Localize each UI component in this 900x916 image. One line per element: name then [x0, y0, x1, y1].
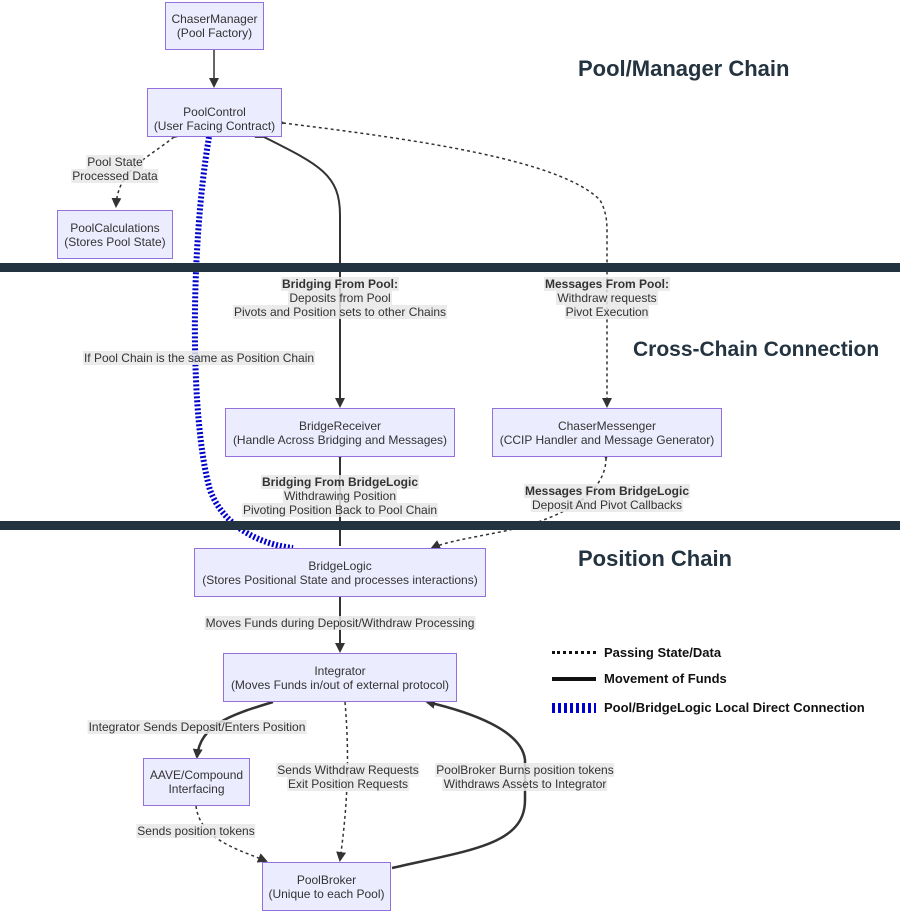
node-chaser-manager: ChaserManager (Pool Factory) [165, 2, 264, 50]
node-subtitle: (User Facing Contract) [153, 118, 276, 133]
node-aave-compound: AAVE/Compound Interfacing [143, 758, 250, 806]
label-moves-funds: Moves Funds during Deposit/Withdraw Proc… [204, 616, 476, 630]
node-subtitle: (Stores Positional State and processes i… [202, 572, 478, 587]
label-line: Withdraws Assets to Integrator [442, 777, 608, 791]
legend-blue: Pool/BridgeLogic Local Direct Connection [552, 700, 865, 715]
node-title: PoolControl [183, 104, 246, 119]
node-integrator: Integrator (Moves Funds in/out of extern… [223, 653, 457, 702]
label-line: Processed Data [71, 169, 159, 183]
label-messages-from-bridgelogic: Messages From BridgeLogic Deposit And Pi… [523, 484, 691, 512]
label-line: PoolBroker Burns position tokens [435, 763, 615, 777]
edge-messenger-bridgelogic [430, 449, 612, 550]
label-pool-state: Pool State Processed Data [71, 155, 159, 183]
label-integrator-sends: Integrator Sends Deposit/Enters Position [87, 720, 307, 734]
label-line: Pivot Execution [564, 305, 650, 319]
local-direct-connection [191, 136, 294, 551]
legend-dotted: Passing State/Data [552, 645, 721, 660]
label-line: Moves Funds during Deposit/Withdraw Proc… [204, 616, 476, 630]
label-title: Bridging From Pool: [281, 277, 399, 291]
chain-separator-bottom [0, 521, 900, 530]
node-title: ChaserMessenger [557, 418, 657, 433]
node-title: Integrator [314, 663, 366, 678]
label-sends-withdraw: Sends Withdraw Requests Exit Position Re… [276, 763, 420, 791]
chain-separator-top [0, 263, 900, 272]
label-line: Exit Position Requests [286, 777, 410, 791]
label-line: Pivoting Position Back to Pool Chain [241, 503, 439, 517]
node-title: PoolCalculations [70, 220, 160, 235]
node-subtitle: (Handle Across Bridging and Messages) [232, 432, 448, 447]
legend-dotted-label: Passing State/Data [604, 645, 722, 660]
label-line: Withdraw requests [556, 291, 658, 305]
node-pool-broker: PoolBroker (Unique to each Pool) [262, 862, 391, 911]
node-pool-calculations: PoolCalculations (Stores Pool State) [57, 210, 173, 259]
label-title: Bridging From BridgeLogic [260, 475, 419, 489]
label-line: Pivots and Position sets to other Chains [232, 305, 448, 319]
label-line: Integrator Sends Deposit/Enters Position [87, 720, 307, 734]
node-pool-control: PoolControl (User Facing Contract) [147, 88, 282, 137]
node-subtitle: (CCIP Handler and Message Generator) [499, 432, 715, 447]
legend-blue-swatch [552, 702, 596, 713]
label-line: Pool State [86, 155, 144, 169]
legend-solid-swatch [552, 676, 596, 681]
label-bridging-from-pool: Bridging From Pool: Deposits from Pool P… [232, 277, 448, 319]
label-messages-from-pool: Messages From Pool: Withdraw requests Pi… [543, 277, 671, 319]
label-line: Deposits from Pool [288, 291, 392, 305]
label-sends-tokens: Sends position tokens [136, 824, 256, 838]
label-line: If Pool Chain is the same as Position Ch… [82, 351, 316, 365]
node-subtitle: (Moves Funds in/out of external protocol… [230, 677, 450, 692]
label-bridging-from-bridgelogic: Bridging From BridgeLogic Withdrawing Po… [241, 475, 439, 517]
edge-aave-broker [195, 805, 268, 863]
node-title: AAVE/Compound [149, 768, 244, 782]
edge-broker-integrator [391, 698, 527, 870]
node-chaser-messenger: ChaserMessenger (CCIP Handler and Messag… [492, 408, 722, 457]
node-subtitle: (Unique to each Pool) [268, 886, 385, 901]
node-title: ChaserManager [171, 12, 258, 26]
section-title-cross-chain: Cross-Chain Connection [633, 338, 880, 361]
label-broker-burns: PoolBroker Burns position tokens Withdra… [435, 763, 615, 791]
label-title: Messages From BridgeLogic [523, 484, 691, 498]
node-title: BridgeLogic [308, 558, 372, 573]
node-bridge-logic: BridgeLogic (Stores Positional State and… [194, 548, 486, 597]
node-subtitle: (Pool Factory) [176, 26, 253, 40]
node-subtitle: Interfacing [168, 782, 225, 796]
node-bridge-receiver: BridgeReceiver (Handle Across Bridging a… [225, 408, 455, 457]
label-line: Sends position tokens [136, 824, 256, 838]
legend-solid: Movement of Funds [552, 671, 727, 686]
node-subtitle: (Stores Pool State) [64, 234, 166, 249]
label-line: Withdrawing Position [282, 489, 398, 503]
legend-dotted-swatch [552, 651, 596, 654]
node-title: BridgeReceiver [298, 418, 382, 433]
label-line: Sends Withdraw Requests [276, 763, 420, 777]
legend-blue-label: Pool/BridgeLogic Local Direct Connection [604, 700, 865, 715]
label-same-chain: If Pool Chain is the same as Position Ch… [82, 351, 316, 365]
edge-control-messenger [274, 117, 612, 408]
label-line: Deposit And Pivot Callbacks [530, 498, 684, 512]
section-title-position-chain: Position Chain [578, 546, 732, 571]
section-title-pool-chain: Pool/Manager Chain [578, 56, 790, 81]
node-title: PoolBroker [296, 872, 357, 887]
edge-integrator-broker [336, 701, 349, 862]
legend-solid-label: Movement of Funds [604, 671, 727, 686]
label-title: Messages From Pool: [543, 277, 671, 291]
